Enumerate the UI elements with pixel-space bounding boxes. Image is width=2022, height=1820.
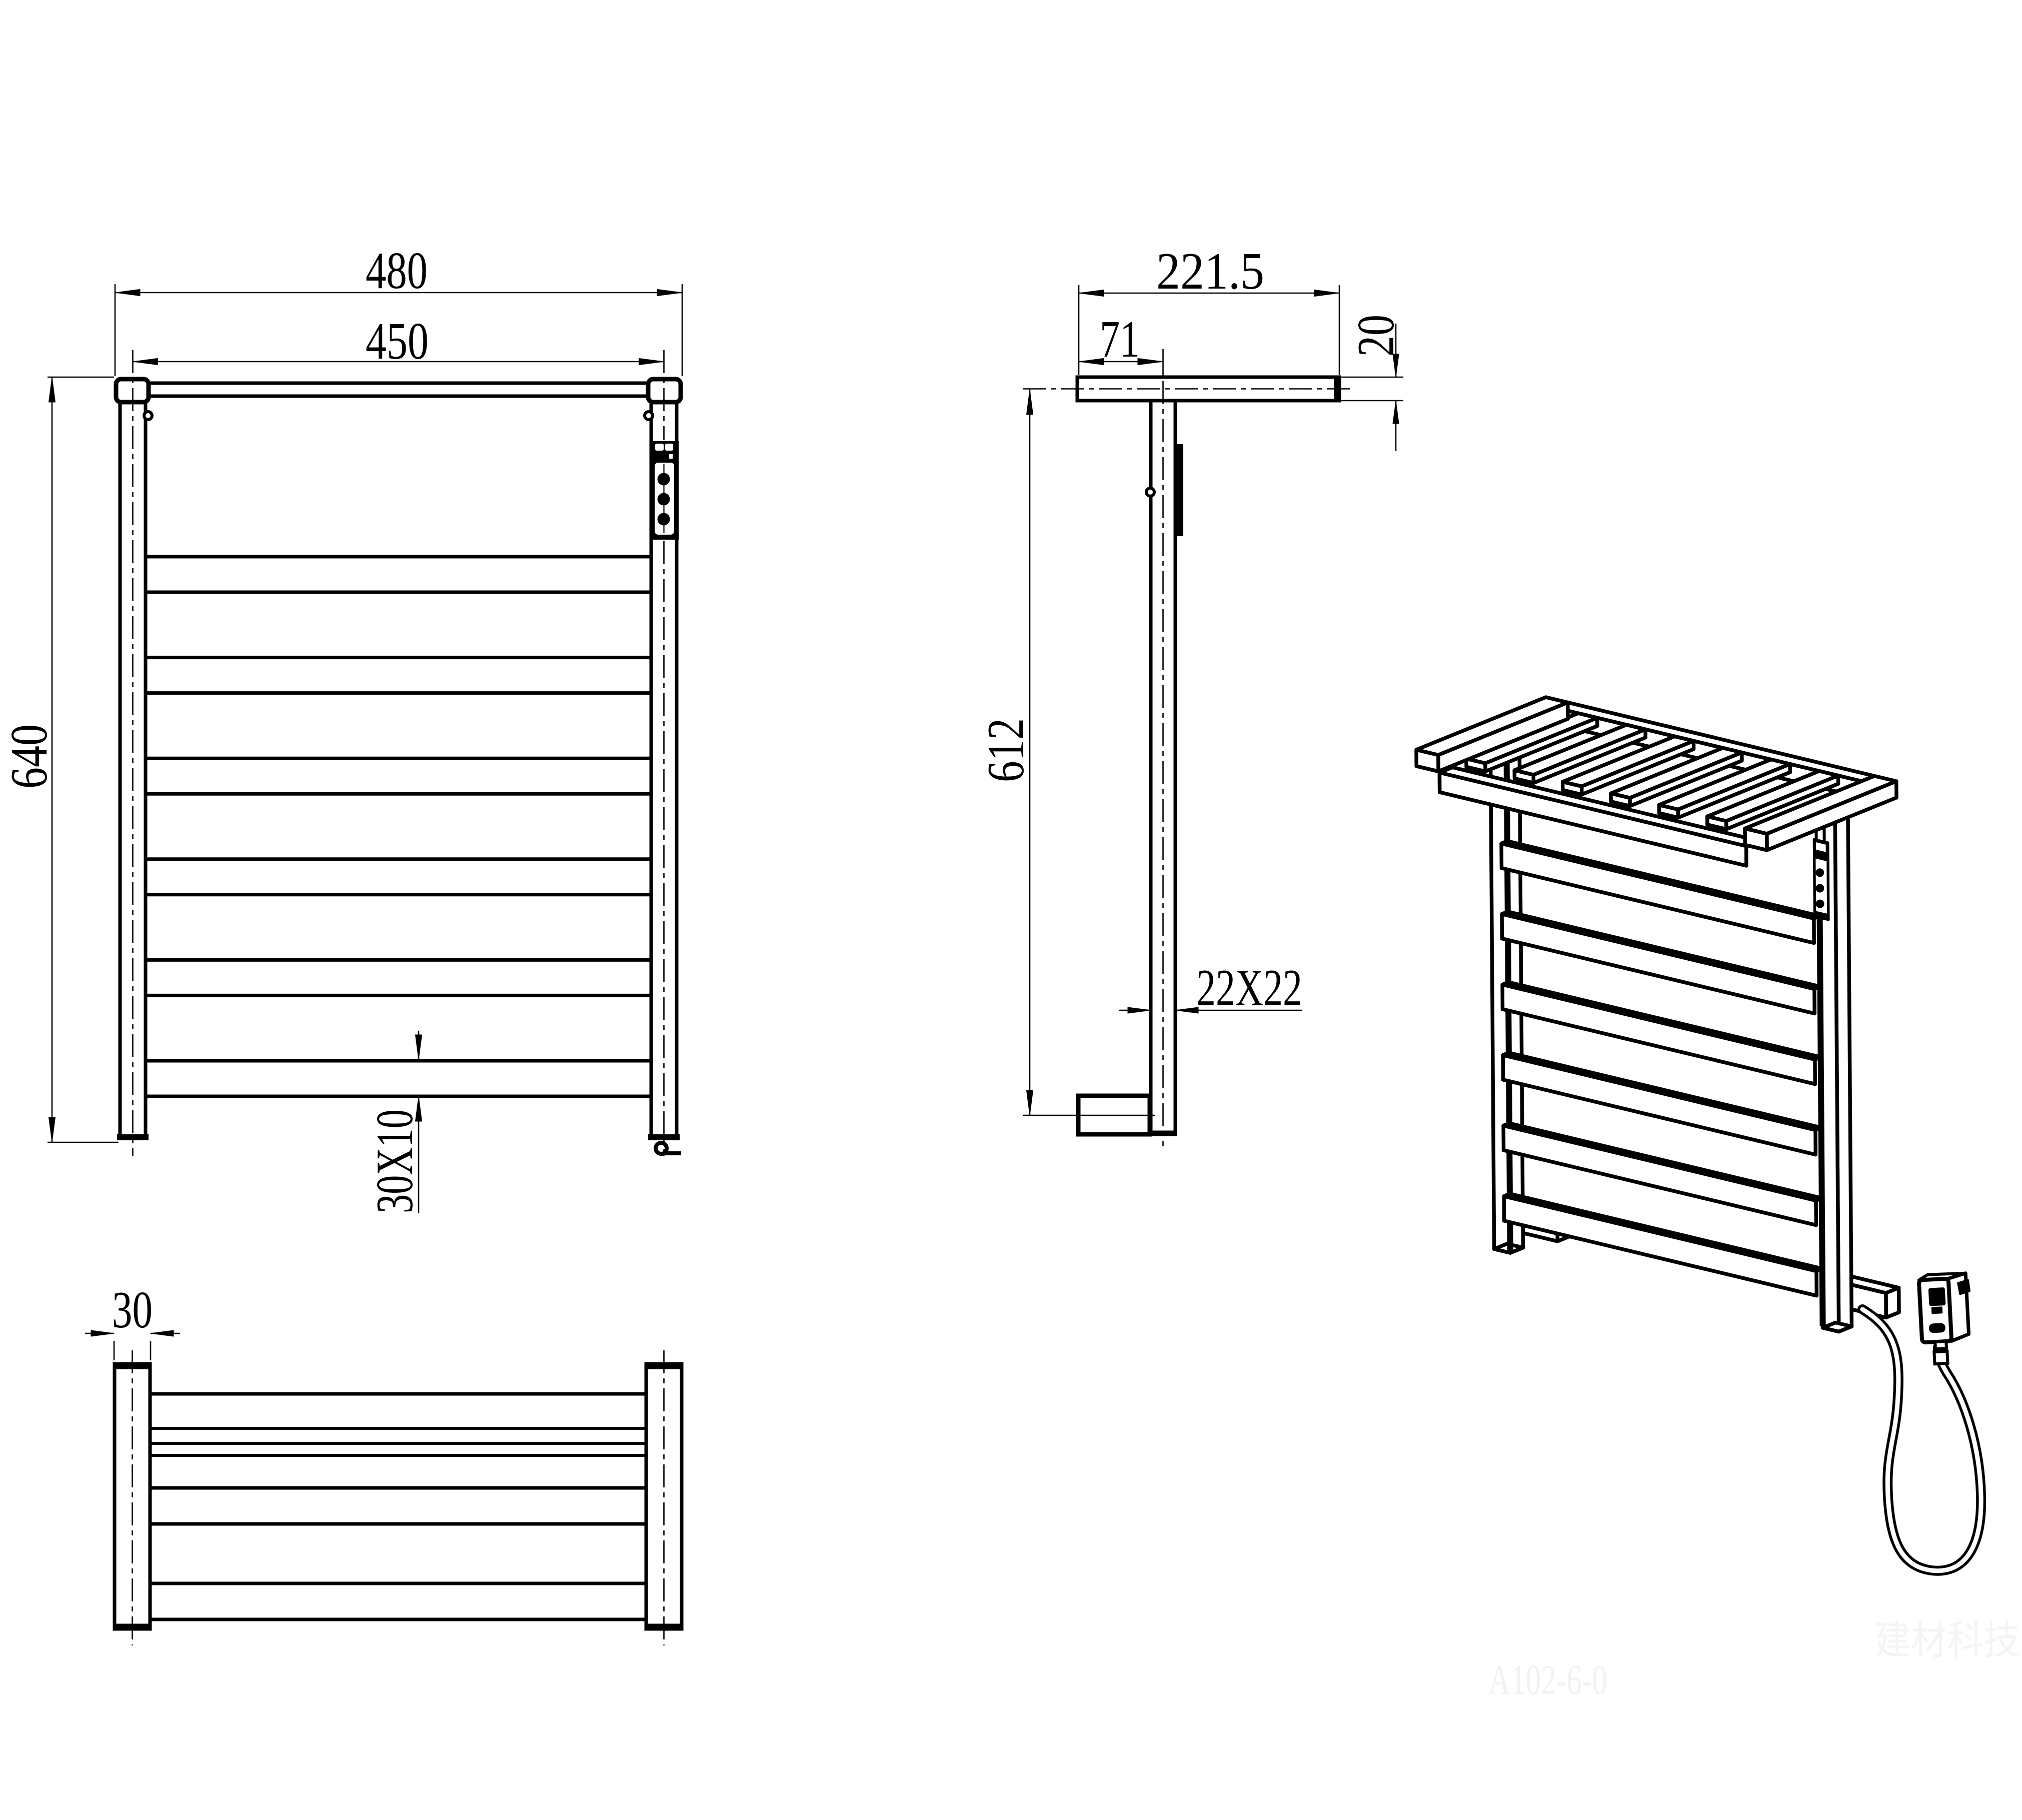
- svg-text:建材科技: 建材科技: [1874, 1619, 2019, 1663]
- svg-text:221.5: 221.5: [1156, 242, 1264, 300]
- svg-text:22X22: 22X22: [1196, 958, 1302, 1017]
- svg-text:A102-6-0: A102-6-0: [1488, 1656, 1607, 1703]
- svg-text:612: 612: [976, 718, 1035, 782]
- svg-text:640: 640: [0, 724, 58, 789]
- svg-text:30: 30: [112, 1280, 153, 1339]
- svg-text:30X10: 30X10: [365, 1109, 424, 1213]
- svg-text:71: 71: [1100, 310, 1140, 368]
- svg-text:450: 450: [366, 312, 429, 370]
- svg-text:480: 480: [366, 241, 428, 300]
- svg-text:20: 20: [1346, 315, 1405, 357]
